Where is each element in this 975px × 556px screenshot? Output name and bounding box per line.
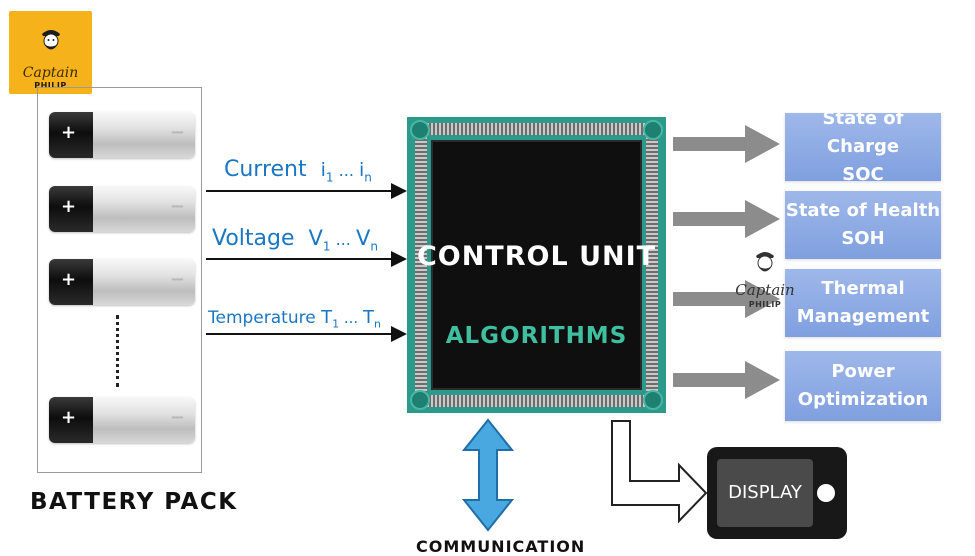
output-box-soc: State of Charge SOC <box>785 108 941 185</box>
temperature-label-text: Temperature <box>208 308 316 328</box>
battery-pack-frame <box>37 87 202 473</box>
battery-plus-sign: + <box>61 407 77 428</box>
output-arrow-thermal <box>673 280 780 318</box>
output-arrow-soh <box>673 200 780 238</box>
output-box-soh: State of Health SOH <box>785 191 941 259</box>
display-arrow <box>611 420 708 524</box>
battery-plus-sign: + <box>61 122 77 143</box>
current-variable: i <box>320 159 326 181</box>
voltage-ellipsis: ... <box>330 230 356 249</box>
battery-pack-label: BATTERY PACK <box>30 489 238 515</box>
chip-corner-pad <box>643 390 663 410</box>
battery-plus-sign: + <box>61 269 77 290</box>
battery-minus-sign: − <box>169 196 185 217</box>
output-soh-line1: State of Health <box>785 200 941 221</box>
control-unit-title: CONTROL UNIT <box>416 241 657 272</box>
output-power-line2: Optimization <box>797 389 929 410</box>
algorithms-label: ALGORITHMS <box>445 323 628 349</box>
communication-label: COMMUNICATION <box>416 537 586 556</box>
display-device: DISPLAY <box>707 447 847 539</box>
chip-corner-pad <box>643 120 663 140</box>
watermark-name: PHILIP <box>748 300 782 309</box>
voltage-label-text: Voltage <box>212 226 295 251</box>
battery-minus-sign: − <box>169 269 185 290</box>
display-button-icon <box>817 484 835 502</box>
temperature-variable-last: T <box>362 307 374 328</box>
current-input-label: Current i1 ... in <box>224 157 372 184</box>
current-label-text: Current <box>224 157 307 182</box>
chip-corner-pad <box>410 390 430 410</box>
display-screen: DISPLAY <box>717 459 813 527</box>
output-soh-line2: SOH <box>841 228 885 249</box>
current-subscript-first: 1 <box>325 170 334 185</box>
output-thermal-line2: Management <box>796 306 930 327</box>
output-arrow-soc <box>673 125 780 163</box>
battery-plus-sign: + <box>61 196 77 217</box>
display-label: DISPLAY <box>728 482 802 503</box>
output-thermal-line1: Thermal <box>821 278 905 299</box>
captain-philip-watermark: Captain PHILIP <box>725 238 805 312</box>
logo-script: Captain <box>22 65 79 81</box>
current-subscript-last: n <box>364 170 372 185</box>
watermark-script: Captain <box>735 281 795 299</box>
battery-cell: + − <box>49 186 195 232</box>
output-box-thermal: Thermal Management <box>785 269 941 337</box>
battery-cell: + − <box>49 112 195 158</box>
captain-philip-logo: Captain PHILIP <box>9 11 92 94</box>
chip-corner-pad <box>410 120 430 140</box>
captain-portrait-icon <box>42 30 60 50</box>
battery-cell: + − <box>49 259 195 305</box>
battery-continuation-dots <box>116 315 122 387</box>
watermark-portrait-icon <box>756 252 774 272</box>
voltage-subscript-first: 1 <box>322 239 331 254</box>
temperature-input-label: Temperature T1 ... Tn <box>208 307 381 330</box>
control-unit-chip: CONTROL UNIT ALGORITHMS <box>407 117 666 413</box>
output-box-power: Power Optimization <box>785 351 941 421</box>
logo-name: PHILIP <box>34 81 67 90</box>
output-soc-line1: State of Charge <box>822 108 904 157</box>
output-arrow-power <box>673 361 780 399</box>
current-variable-last: i <box>359 159 365 181</box>
output-soc-line2: SOC <box>842 164 884 185</box>
battery-minus-sign: − <box>169 122 185 143</box>
voltage-input-label: Voltage V1 ... Vn <box>212 226 378 253</box>
temperature-ellipsis: ... <box>339 309 363 327</box>
current-ellipsis: ... <box>333 161 359 180</box>
battery-cell: + − <box>49 397 195 443</box>
chip-core <box>433 142 640 388</box>
battery-minus-sign: − <box>169 407 185 428</box>
output-power-line1: Power <box>831 361 895 382</box>
temperature-subscript-first: 1 <box>332 317 340 331</box>
voltage-variable-last: V <box>355 226 371 250</box>
temperature-variable: T <box>321 307 333 328</box>
communication-arrow <box>461 418 515 532</box>
voltage-variable: V <box>308 226 323 250</box>
temperature-subscript-last: n <box>373 317 381 331</box>
voltage-subscript-last: n <box>370 239 378 254</box>
